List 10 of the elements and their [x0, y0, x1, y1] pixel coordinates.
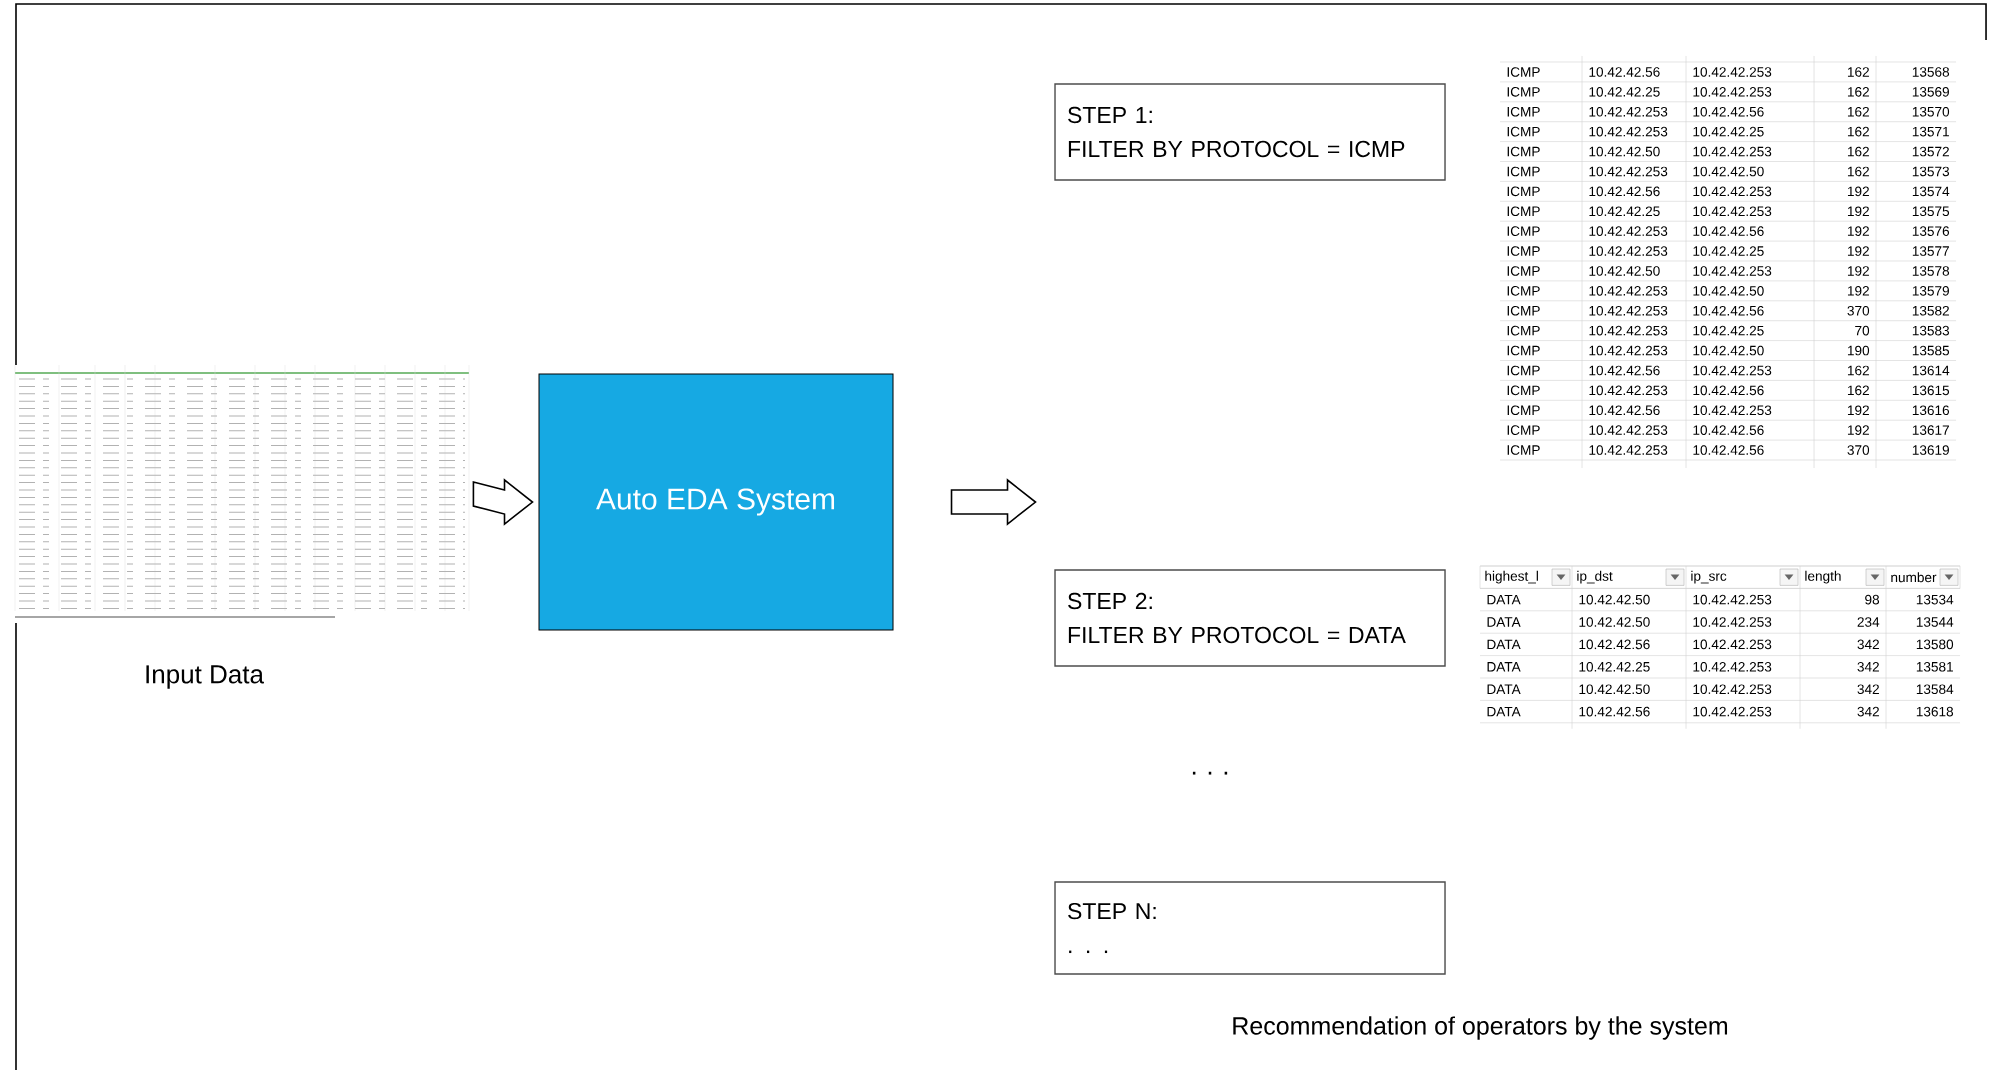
block-arrow	[472, 478, 534, 526]
spreadsheet-drawing	[14, 364, 470, 623]
ellipsis-text: · · ·	[1192, 771, 1228, 775]
caption-text: Input Data	[146, 665, 264, 689]
process-box: Auto EDA System	[538, 373, 894, 631]
step-box: STEP N: . . .	[1054, 881, 1446, 975]
step-box: STEP 2: FILTER BY PROTOCOL = DATA	[1054, 569, 1446, 667]
caption-text: Recommendation of operators by the system	[1233, 1016, 1728, 1040]
step-box: STEP 1: FILTER BY PROTOCOL = ICMP	[1054, 83, 1446, 181]
block-arrow	[950, 478, 1037, 526]
